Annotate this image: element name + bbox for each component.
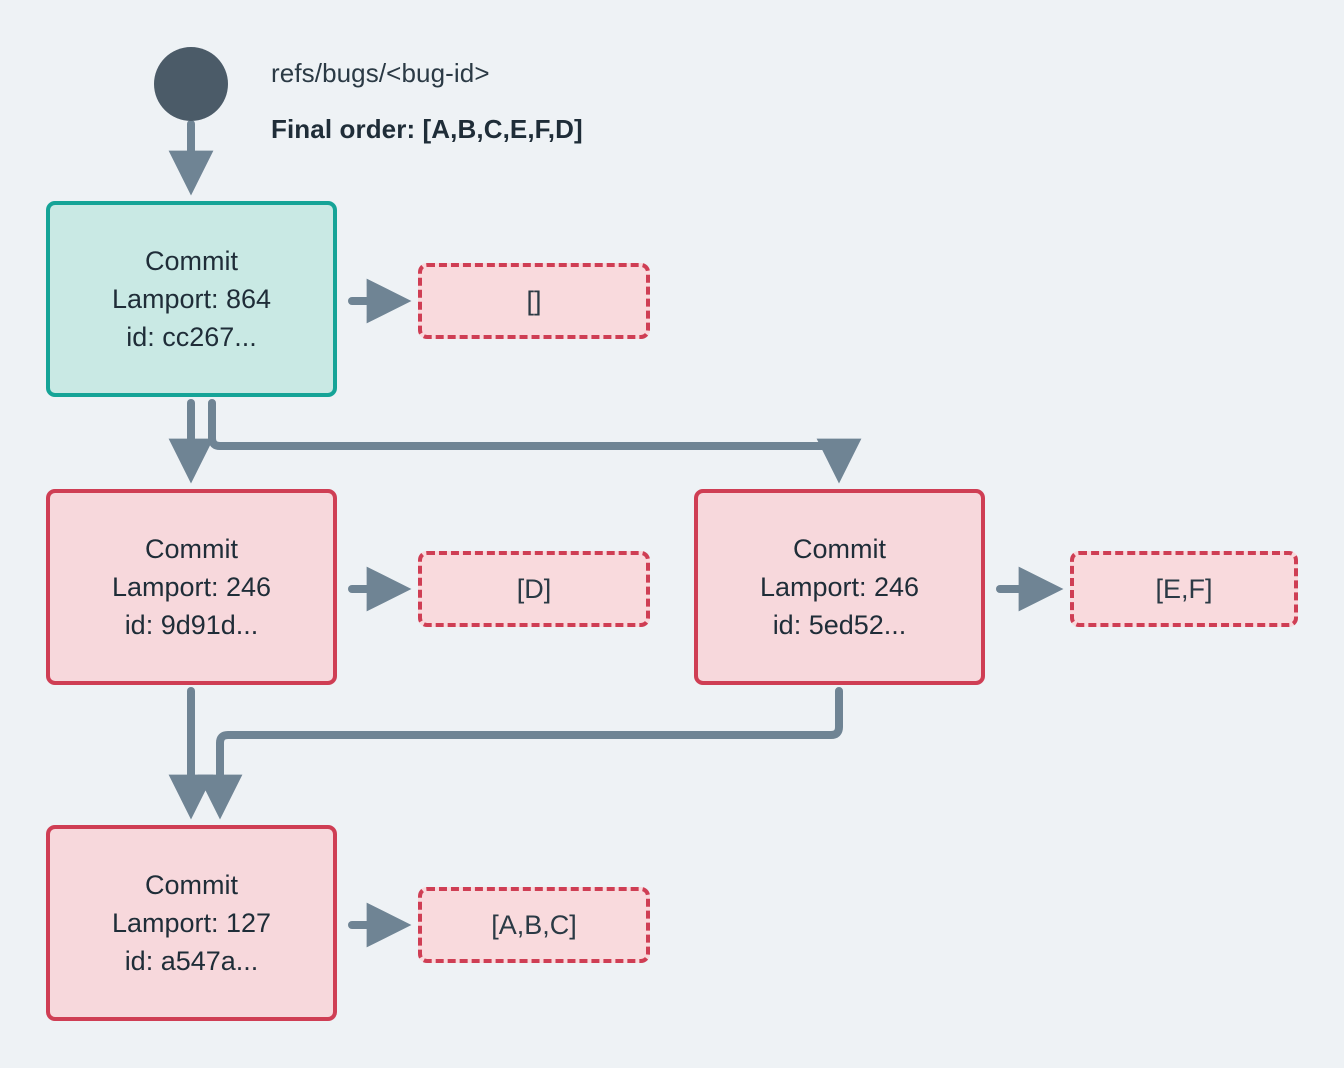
- ref-label: refs/bugs/<bug-id>: [271, 58, 490, 88]
- commit-node-9d91d[interactable]: Commit Lamport: 246 id: 9d91d...: [46, 489, 337, 685]
- commit-id-9d91d: id: 9d91d...: [124, 610, 259, 641]
- ops-box-5ed52: [E,F]: [1070, 551, 1298, 627]
- ops-box-9d91d: [D]: [418, 551, 650, 627]
- commit-node-cc267[interactable]: Commit Lamport: 864 id: cc267...: [46, 201, 337, 397]
- ops-box-cc267: []: [418, 263, 650, 339]
- ops-label-a547a: [A,B,C]: [491, 909, 577, 940]
- commit-label-cc267: Commit: [145, 245, 238, 276]
- ops-label-5ed52: [E,F]: [1155, 573, 1213, 604]
- commit-lamport-9d91d: Lamport: 246: [111, 571, 272, 602]
- commit-lamport-a547a: Lamport: 127: [111, 907, 272, 938]
- edge-cc267-to-5ed52: [208, 399, 862, 484]
- commit-id-a547a: id: a547a...: [124, 946, 259, 977]
- commit-label-5ed52: Commit: [793, 533, 886, 564]
- edge-5ed52-to-a547a: [197, 687, 843, 820]
- commit-lamport-5ed52: Lamport: 246: [759, 571, 920, 602]
- commit-label-a547a: Commit: [145, 869, 238, 900]
- ops-label-9d91d: [D]: [516, 573, 552, 604]
- final-order-label: Final order: [A,B,C,E,F,D]: [271, 114, 583, 144]
- root-node-dot: [154, 47, 228, 121]
- commit-node-5ed52[interactable]: Commit Lamport: 246 id: 5ed52...: [694, 489, 985, 685]
- commit-id-5ed52: id: 5ed52...: [772, 610, 907, 641]
- commit-label-9d91d: Commit: [145, 533, 238, 564]
- commit-id-cc267: id: cc267...: [126, 322, 257, 353]
- commit-lamport-cc267: Lamport: 864: [111, 283, 272, 314]
- commit-node-a547a[interactable]: Commit Lamport: 127 id: a547a...: [46, 825, 337, 1021]
- ops-box-a547a: [A,B,C]: [418, 887, 650, 963]
- ops-label-cc267: []: [526, 285, 542, 316]
